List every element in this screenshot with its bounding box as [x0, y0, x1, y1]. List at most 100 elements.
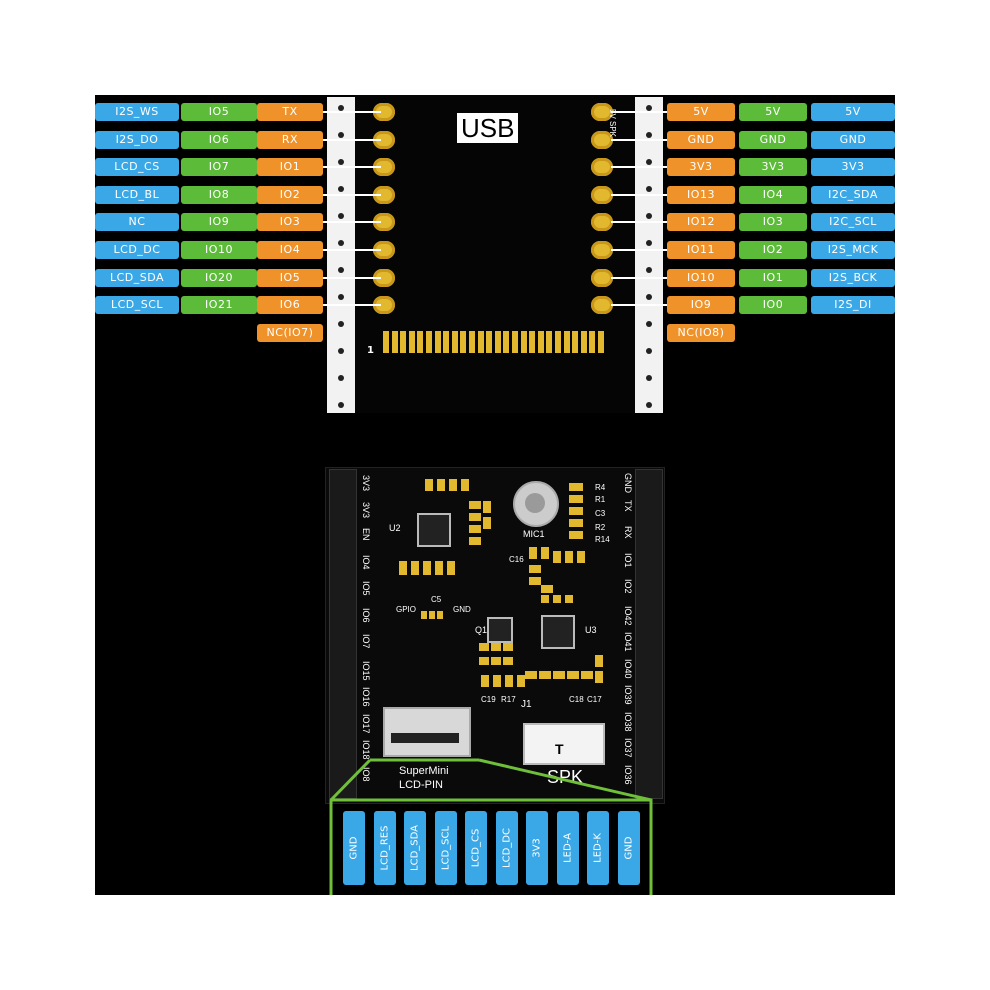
castellated-pad: [591, 241, 613, 259]
castellated-pad: [591, 185, 613, 204]
left-pin-header: [329, 469, 357, 799]
gold-finger: [451, 331, 458, 353]
smd-component: [569, 531, 583, 539]
header-hole: [338, 375, 344, 381]
gold-finger: [512, 331, 518, 353]
header-hole: [646, 375, 652, 381]
castellated-pad: [373, 185, 395, 204]
gpio-label: 3V3: [739, 158, 807, 177]
lcd-pin-text: LED-A: [562, 833, 573, 863]
gpio-label: IO9: [181, 213, 257, 232]
pin-label: IO13: [667, 185, 735, 204]
header-hole: [646, 213, 652, 219]
lcd-pin-text: GND: [623, 836, 634, 860]
microphone: [513, 481, 559, 527]
gold-finger: [503, 331, 510, 353]
castellated-pad: [373, 241, 395, 259]
module-board: [355, 95, 635, 413]
smd-component: [577, 551, 585, 563]
gold-finger: [426, 331, 432, 353]
castellated-pad: [373, 130, 395, 149]
r1-label: R1: [595, 495, 606, 504]
function-label: I2S_BCK: [811, 268, 895, 287]
gold-finger: [477, 331, 484, 353]
function-label: I2S_MCK: [811, 241, 895, 259]
pin-label: 5V: [667, 103, 735, 121]
lcd-pin-text: GND: [348, 836, 360, 860]
pin-leader-line: [611, 304, 667, 307]
castellated-pad: [373, 213, 395, 232]
gpio-label: IO8: [181, 185, 257, 204]
header-hole: [338, 132, 344, 138]
u2-label: U2: [389, 523, 401, 533]
header-hole: [338, 105, 344, 111]
header-hole: [646, 159, 652, 165]
function-label: 5V: [811, 103, 895, 121]
gold-finger: [417, 331, 424, 353]
smd-component: [529, 547, 537, 559]
r17-label: R17: [501, 695, 516, 704]
gold-finger: [563, 331, 570, 353]
pin-label: IO1: [257, 158, 323, 177]
lcd-pin-text: 3V3: [531, 838, 543, 858]
c16-label: C16: [509, 555, 524, 564]
lcd-pin-label: LCD_CS: [465, 811, 487, 885]
lcd-pin-label: LCD_RES: [373, 811, 396, 885]
smd-component: [553, 551, 561, 563]
smd-component: [469, 537, 481, 545]
pin-leader-line: [323, 249, 381, 251]
lcd-pin-text: LED-K: [592, 833, 604, 863]
lcd-pin-label: LCD_SCL: [434, 811, 457, 885]
pin-label: RX: [257, 130, 323, 149]
gpio-label: GPIO: [396, 605, 417, 614]
smd-component: [541, 585, 553, 593]
left-header-strip: [327, 97, 355, 413]
gold-finger: [572, 331, 579, 353]
fpc-slot: [391, 733, 459, 743]
header-hole: [338, 213, 344, 219]
smd-component: [411, 561, 419, 575]
smd-component: [437, 479, 445, 491]
function-label: LCD_DC: [95, 241, 179, 259]
castellated-pad: [373, 296, 395, 315]
header-hole: [646, 105, 652, 111]
nc-label: NC(IO8): [667, 323, 735, 342]
header-hole: [338, 240, 344, 246]
c17-label: C17: [587, 695, 602, 704]
usb-label: USB: [457, 113, 519, 143]
function-label: 3V3: [811, 158, 895, 177]
gold-finger: [555, 331, 561, 353]
smd-component: [399, 561, 407, 575]
pin-one-label: 1: [367, 345, 374, 356]
smd-component: [423, 561, 431, 575]
header-hole: [646, 240, 652, 246]
smd-component: [595, 671, 603, 683]
function-label: I2S_WS: [95, 103, 179, 121]
gold-finger: [546, 331, 553, 353]
header-hole: [646, 294, 652, 300]
smd-component: [503, 657, 513, 665]
gold-finger: [469, 331, 475, 353]
smd-component: [541, 547, 549, 559]
smd-component: [503, 643, 513, 651]
function-label: I2S_DO: [95, 130, 179, 149]
c19-label: C19: [481, 695, 496, 704]
q1-chip: [487, 617, 513, 643]
pin-leader-line: [323, 193, 381, 196]
smd-component: [469, 501, 481, 509]
smd-component: [447, 561, 455, 575]
gold-finger: [589, 331, 596, 353]
castellated-pad: [591, 213, 613, 232]
smd-component: [569, 495, 583, 503]
gold-finger: [598, 331, 604, 353]
gpio-label: IO3: [739, 213, 807, 232]
castellated-pad: [373, 158, 395, 177]
function-label: LCD_CS: [95, 158, 179, 177]
gpio-label: IO1: [739, 268, 807, 287]
c3-label: C3: [595, 509, 606, 518]
lcd-pin-outline: [329, 758, 653, 895]
pin-leader-line: [611, 276, 667, 279]
smd-component: [539, 671, 551, 679]
smd-component: [491, 643, 501, 651]
